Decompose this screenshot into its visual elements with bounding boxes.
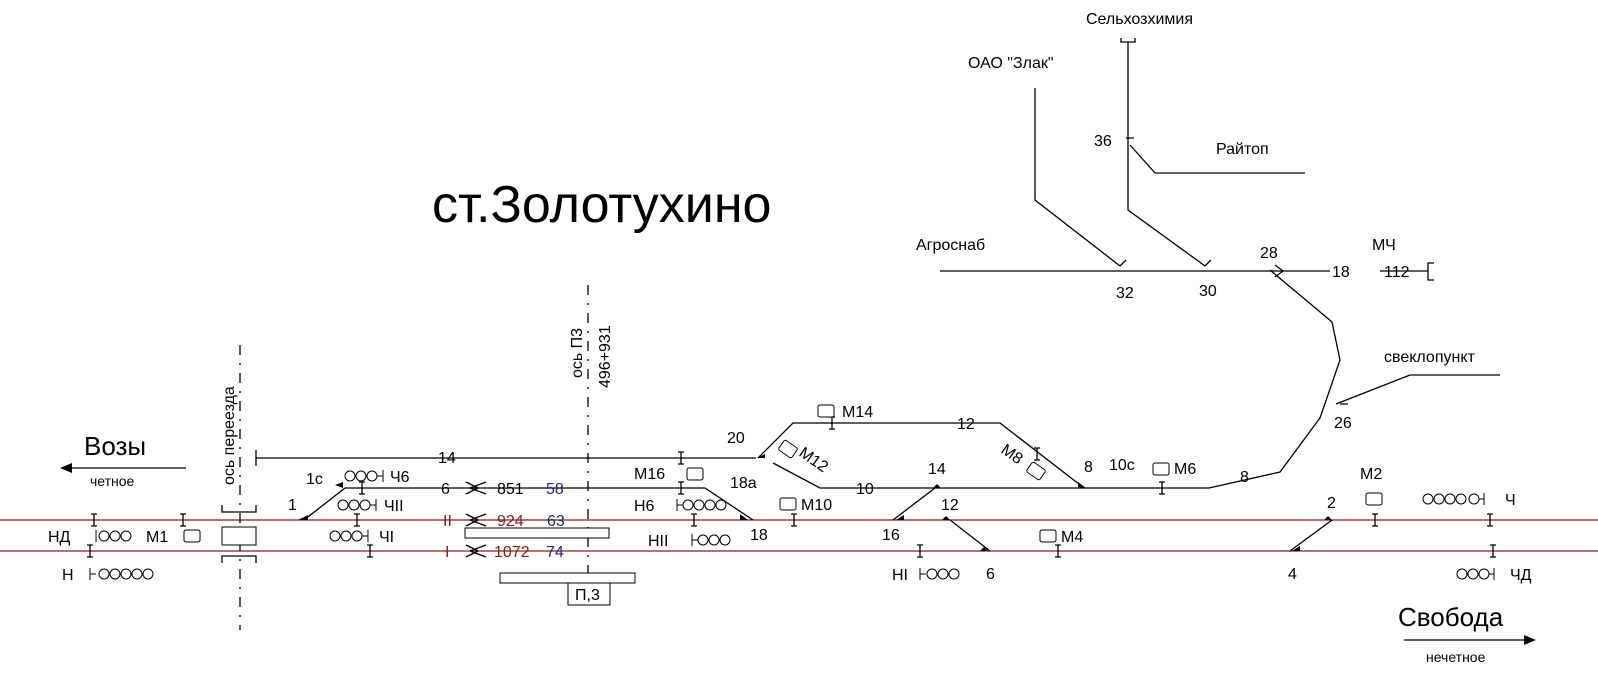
track-2-number: 63 — [547, 513, 565, 530]
axis-p3-km: 496+931 — [597, 325, 614, 388]
axis-p3-label: ось П3 — [569, 328, 586, 378]
branch-zlak — [1034, 88, 1121, 267]
signal-ni: НI — [892, 567, 908, 584]
signal-chd: ЧД — [1510, 567, 1532, 584]
switch-marks — [298, 454, 1332, 551]
track-6-number: 6 — [441, 481, 450, 498]
branch-selkhoz — [1127, 42, 1206, 267]
platform-track-2 — [464, 527, 610, 539]
station-title: ст.Золотухино — [432, 176, 771, 234]
signal-nd: НД — [48, 529, 71, 546]
switch-20: 20 — [727, 430, 745, 447]
branch-zlak-label: ОАО "Злак" — [968, 55, 1054, 72]
track-10 — [772, 269, 1341, 489]
switch-2: 2 — [1327, 495, 1336, 512]
track-8-label: 8 — [1240, 469, 1249, 486]
track-2-name: II — [443, 513, 452, 530]
signal-nii: НII — [648, 533, 668, 550]
switch-10c: 10с — [1109, 457, 1135, 474]
switch-8: 8 — [1084, 459, 1093, 476]
signal-m8: М8 — [998, 441, 1026, 468]
branch-raitop-label: Райтоп — [1216, 141, 1269, 158]
track-6-number-blue: 58 — [546, 481, 564, 498]
switch-18a: 18а — [730, 475, 757, 492]
switch-26: 26 — [1334, 415, 1352, 432]
track-112-label: 112 — [1384, 264, 1410, 281]
crossover-4-2 — [1289, 519, 1333, 552]
axis-crossing-label: ось переезда — [221, 386, 238, 485]
track-18-label: 18 — [1332, 264, 1350, 281]
signal-m12: М12 — [796, 444, 831, 476]
signal-m10: М10 — [801, 497, 832, 514]
crossover-12-6 — [949, 519, 991, 552]
signal-n: Н — [62, 567, 74, 584]
branch-raitop — [1129, 144, 1305, 174]
track-14 — [255, 450, 756, 466]
crossing-bracket-bottom — [221, 555, 257, 563]
signal-chi: ЧI — [379, 529, 394, 546]
platform-track-1 — [499, 572, 636, 584]
signal-m16: М16 — [634, 466, 665, 483]
signal-m14: М14 — [842, 404, 873, 421]
track-6 — [303, 487, 754, 521]
platform-label: П,3 — [575, 587, 600, 604]
branch-sveklo-label: свеклопункт — [1384, 349, 1475, 366]
track-1-name: I — [445, 544, 449, 561]
branch-agrosnab-label: Агроснаб — [916, 237, 985, 254]
switch-32: 32 — [1116, 285, 1134, 302]
track-12-upper — [757, 422, 1085, 489]
end-stop-selkhoz — [1120, 38, 1136, 43]
direction-arrow-right — [1404, 635, 1536, 645]
switch-36: 36 — [1094, 133, 1112, 150]
crossing-bracket-top — [221, 505, 257, 513]
switch-14: 14 — [928, 461, 946, 478]
switch-28: 28 — [1260, 245, 1278, 262]
switch-16: 16 — [882, 527, 900, 544]
direction-left-name: Возы — [84, 431, 146, 461]
end-stop-mch — [1427, 262, 1434, 281]
insulation-joints — [87, 416, 1496, 558]
track-1-length: 1072 — [494, 544, 530, 561]
track-12-label: 12 — [957, 416, 975, 433]
track-10-label: 10 — [856, 481, 874, 498]
switch-1c: 1с — [306, 471, 323, 488]
track-joint-arrows — [465, 137, 1348, 558]
switch-12: 12 — [941, 497, 959, 514]
switch-1: 1 — [288, 497, 297, 514]
signal-m1: М1 — [146, 529, 168, 546]
branch-sveklopunkt — [1335, 374, 1500, 405]
branch-mch-label: МЧ — [1372, 237, 1396, 254]
switch-6: 6 — [986, 566, 995, 583]
crossover-16-14 — [892, 487, 936, 521]
switch-30: 30 — [1199, 283, 1217, 300]
crossing-box — [221, 526, 257, 546]
track-2-length: 924 — [497, 513, 524, 530]
signal-m2: М2 — [1360, 466, 1382, 483]
platform-building — [567, 582, 611, 606]
direction-right-sub: нечетное — [1426, 649, 1486, 665]
signal-ch: Ч — [1505, 492, 1516, 509]
signal-m4: М4 — [1061, 529, 1083, 546]
direction-right-name: Свобода — [1398, 602, 1504, 632]
direction-left-sub: четное — [90, 473, 135, 489]
track-6-length: 851 — [497, 481, 524, 498]
track-14-label: 14 — [438, 450, 456, 467]
switch-18: 18 — [750, 527, 768, 544]
track-1-number: 74 — [546, 544, 564, 561]
signal-ch6: Ч6 — [390, 469, 410, 486]
signal-n6: Н6 — [634, 498, 655, 515]
signal-chii: ЧII — [384, 498, 404, 515]
signal-m6: М6 — [1174, 461, 1196, 478]
switch-4: 4 — [1288, 566, 1297, 583]
branch-selkhoz-label: Сельхозхимия — [1086, 11, 1193, 28]
direction-arrow-left — [60, 463, 186, 473]
signal-heads — [89, 404, 1495, 580]
